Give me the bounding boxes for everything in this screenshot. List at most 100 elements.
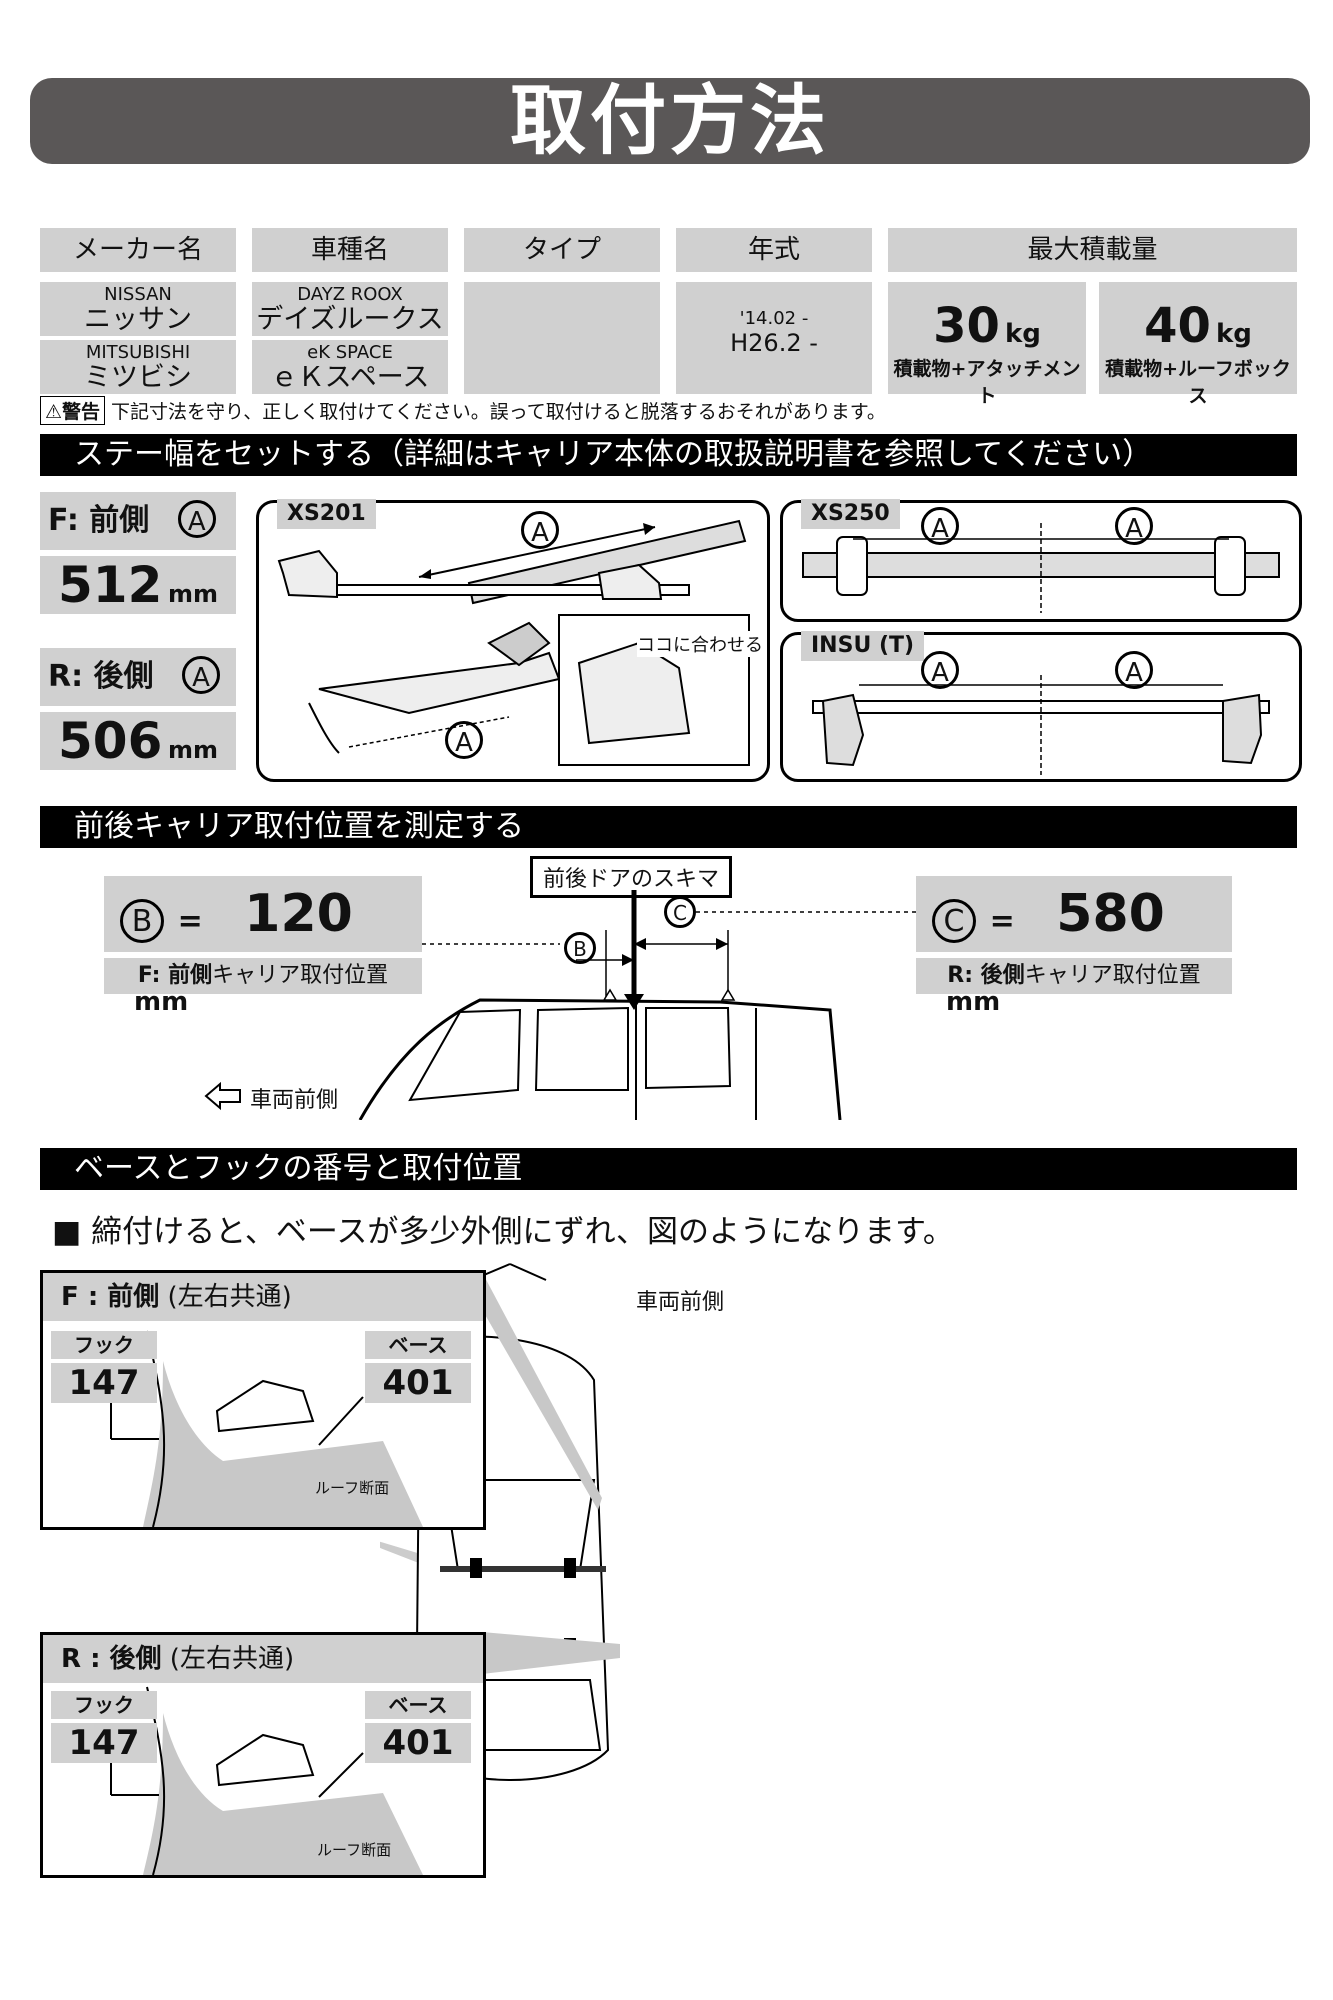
c-value: 580	[1056, 884, 1165, 944]
warning-badge: ⚠警告	[40, 396, 106, 425]
header-type: タイプ	[464, 228, 660, 272]
rear-label: R: 後側 A	[40, 648, 236, 706]
maker-jp: ニッサン	[84, 304, 192, 335]
xs250-diagram	[802, 523, 1280, 613]
model-jp: デイズルークス	[256, 304, 444, 335]
b-caption-text: キャリア取付位置	[212, 963, 389, 988]
header-model: 車種名	[252, 228, 448, 272]
c-caption: R: 後側キャリア取付位置	[916, 958, 1232, 994]
c-caption-bold: R: 後側	[947, 963, 1025, 988]
rear-base-num: 401	[382, 1723, 454, 1763]
vehicle-front-label: 車両前側	[250, 1088, 339, 1113]
xs250-panel: XS250 A A	[780, 499, 1302, 622]
rear-label-text: R: 後側	[48, 659, 154, 694]
rear-value: 506	[58, 712, 163, 770]
model-cell-dayz: DAYZ ROOX デイズルークス	[252, 282, 448, 336]
front-label-text: F: 前側	[48, 503, 150, 538]
front-unit: mm	[167, 580, 218, 608]
rear-detail-title: R : 後側 (左右共通)	[43, 1635, 483, 1683]
load-roofbox-cell: 40 kg 積載物+ルーフボックス	[1099, 282, 1297, 407]
circle-a-icon: A	[177, 500, 216, 538]
section-measure-position: 前後キャリア取付位置を測定する	[40, 806, 1297, 848]
c-caption-text: キャリア取付位置	[1024, 963, 1201, 988]
front-base-label: ベース	[365, 1331, 471, 1359]
year-line1: '14.02 -	[739, 308, 809, 329]
front-value: 512	[58, 556, 163, 614]
c-value-box: C = 580 mm	[916, 876, 1232, 1017]
xs201-diagram	[277, 519, 750, 766]
rear-roof-section	[110, 1686, 423, 1875]
rear-unit: mm	[167, 736, 218, 764]
b-caption: F: 前側キャリア取付位置	[104, 958, 422, 994]
front-detail-box: F : 前側 (左右共通) フック 147 ベース 401 ルーフ断面	[40, 1270, 486, 1530]
header-max-load: 最大積載量	[888, 228, 1297, 272]
circle-a-icon: A	[921, 507, 959, 545]
maker-jp: ミツビシ	[84, 362, 192, 393]
insu-diagram	[812, 675, 1270, 775]
xs201-tag: XS201	[277, 499, 376, 529]
circle-a-icon: A	[1115, 507, 1153, 545]
vehicle-front-label-top: 車両前側	[636, 1290, 725, 1315]
front-value-box: 512 mm	[40, 556, 236, 614]
front-detail-title-text: (左右共通)	[167, 1282, 292, 1312]
load1-unit: kg	[1004, 319, 1041, 349]
circle-a-icon: A	[521, 511, 559, 549]
load-attachment-cell: 30 kg 積載物+アタッチメント	[888, 282, 1086, 407]
xs250-tag: XS250	[801, 499, 900, 529]
rear-value-box: 506 mm	[40, 712, 236, 770]
equals: =	[989, 904, 1015, 939]
front-detail-title: F : 前側 (左右共通)	[43, 1273, 483, 1321]
callout-wedges	[480, 1272, 620, 1674]
maker-cell-nissan: NISSAN ニッサン	[40, 282, 236, 336]
front-roof-section	[110, 1330, 423, 1527]
load1-note: 積載物+アタッチメント	[893, 358, 1081, 407]
model-cell-ekspace: eK SPACE ｅＫスペース	[252, 340, 448, 394]
front-base-num-box: 401	[365, 1363, 471, 1403]
rear-roof-label: ルーフ断面	[317, 1841, 392, 1859]
b-value-box: B = 120 mm	[104, 876, 422, 1017]
circle-b-icon: B	[564, 932, 596, 964]
load2-note: 積載物+ルーフボックス	[1105, 358, 1291, 407]
insu-panel: INSU (T) A A	[780, 631, 1302, 782]
circle-c-icon: C	[932, 899, 976, 943]
load2-unit: kg	[1215, 319, 1252, 349]
rear-detail-box: R : 後側 (左右共通) フック 147 ベース 401 ルーフ断面	[40, 1632, 486, 1878]
front-detail-title-bold: F : 前側	[61, 1282, 160, 1312]
door-gap-label: 前後ドアのスキマ	[530, 856, 733, 898]
equals: =	[177, 904, 203, 939]
front-label: F: 前側 A	[40, 492, 236, 550]
rear-detail-title-bold: R : 後側	[61, 1644, 162, 1674]
circle-c-icon: C	[664, 896, 696, 928]
rear-hook-num-box: 147	[51, 1723, 157, 1763]
front-roof-label: ルーフ断面	[315, 1479, 390, 1497]
year-line2: H26.2 -	[730, 329, 818, 357]
type-cell	[464, 282, 660, 394]
rear-hook-num: 147	[68, 1723, 140, 1763]
rear-hook-label: フック	[51, 1691, 157, 1719]
warning-text: 下記寸法を守り、正しく取付けてください。誤って取付けると脱落するおそれがあります…	[111, 401, 886, 423]
car-side-diagram	[204, 890, 916, 1120]
b-value: 120	[244, 884, 353, 944]
tighten-note: ■ 締付けると、ベースが多少外側にずれ、図のようになります。	[52, 1214, 954, 1250]
model-en: eK SPACE	[307, 342, 393, 363]
front-hook-label: フック	[51, 1331, 157, 1359]
rear-base-label: ベース	[365, 1691, 471, 1719]
circle-a-icon: A	[1115, 651, 1153, 689]
model-en: DAYZ ROOX	[297, 284, 403, 305]
warning-line: ⚠警告下記寸法を守り、正しく取付けてください。誤って取付けると脱落するおそれがあ…	[40, 396, 886, 425]
section-stay-width: ステー幅をセットする（詳細はキャリア本体の取扱説明書を参照してください）	[40, 434, 1297, 476]
rear-base-num-box: 401	[365, 1723, 471, 1763]
header-year: 年式	[676, 228, 872, 272]
circle-a-icon: A	[445, 721, 483, 759]
page-title: 取付方法	[30, 78, 1310, 164]
front-hook-num: 147	[68, 1363, 140, 1403]
maker-cell-mitsubishi: MITSUBISHI ミツビシ	[40, 340, 236, 394]
circle-a-icon: A	[921, 651, 959, 689]
circle-a-icon: A	[182, 656, 220, 694]
year-cell: '14.02 - H26.2 -	[676, 282, 872, 394]
b-caption-bold: F: 前側	[137, 963, 213, 988]
xs201-panel: XS201 A A ココに合わせる	[256, 499, 770, 782]
circle-b-icon: B	[120, 899, 164, 943]
model-jp: ｅＫスペース	[270, 362, 430, 393]
front-base-num: 401	[382, 1363, 454, 1403]
